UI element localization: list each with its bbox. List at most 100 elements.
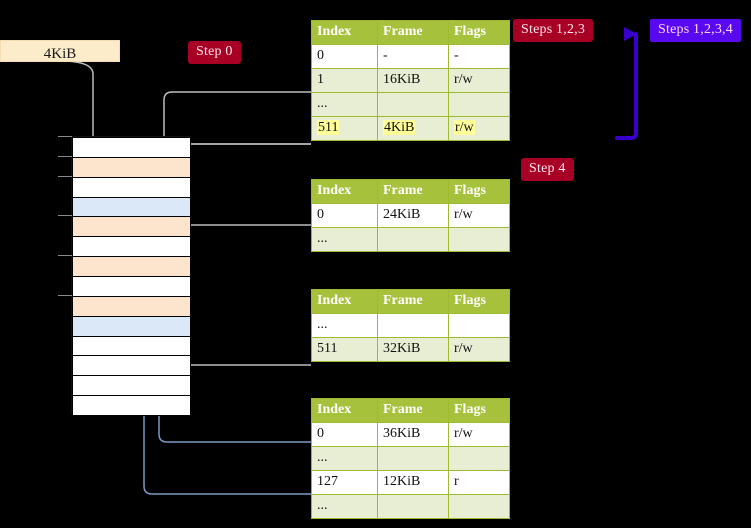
table-cell: ...: [311, 92, 378, 117]
memory-tick: [58, 155, 72, 157]
column-header-frame: Frame: [377, 20, 449, 45]
table-cell: r/w: [448, 68, 510, 93]
bracket-arrow-icon: [615, 27, 638, 140]
table-cell: [377, 92, 449, 117]
table-row: ...: [311, 313, 510, 338]
memory-tick: [58, 255, 72, 257]
table-cell: 32KiB: [377, 337, 449, 362]
table-cell: ...: [311, 227, 378, 252]
table-cell: 12KiB: [377, 470, 449, 495]
memory-frame-row: [72, 395, 191, 416]
table-cell: 16KiB: [377, 68, 449, 93]
memory-frame-row: [72, 295, 191, 317]
table-cell: [377, 446, 449, 471]
memory-frame-row: [72, 137, 191, 158]
table-row: ...: [311, 446, 510, 471]
table-cell: 511: [311, 116, 378, 141]
column-header-index: Index: [311, 179, 378, 204]
memory-frame-row: [72, 276, 191, 297]
table-cell: r: [448, 470, 510, 495]
table-row: ...: [311, 494, 510, 519]
steps1234-label: Steps 1,2,3,4: [658, 22, 733, 37]
table-cell: [448, 92, 510, 117]
step4-label: Step 4: [529, 161, 566, 176]
table-cell: 0: [311, 203, 378, 228]
memory-size-text: 4KiB: [43, 46, 77, 62]
highlighted-value: 4KiB: [383, 120, 416, 135]
memory-frame-row: [72, 355, 191, 377]
memory-frame-row: [72, 196, 191, 218]
wire-table3-row511-to-mem: [166, 314, 311, 366]
table-cell: r/w: [448, 203, 510, 228]
highlighted-value: r/w: [454, 120, 475, 135]
highlighted-value: 511: [317, 120, 340, 135]
table-cell: r/w: [448, 422, 510, 447]
table-cell: ...: [311, 494, 378, 519]
memory-frame-row: [72, 156, 191, 178]
table-cell: [448, 446, 510, 471]
memory-tick: [58, 215, 72, 217]
memory-frame-row: [72, 256, 191, 277]
table-cell: 4KiB: [377, 116, 449, 141]
memory-frame-row: [72, 335, 191, 357]
table-cell: 1: [311, 68, 378, 93]
table-cell: 0: [311, 422, 378, 447]
table-cell: [377, 494, 449, 519]
memory-tick: [58, 136, 72, 137]
steps123-label: Steps 1,2,3: [521, 22, 586, 37]
column-header-frame: Frame: [377, 179, 449, 204]
table-row: ...: [311, 227, 510, 252]
memory-frame-row: [72, 176, 191, 198]
table-cell: 36KiB: [377, 422, 449, 447]
column-header-index: Index: [311, 289, 378, 314]
table-row: ...: [311, 92, 510, 117]
memory-frame-row: [72, 315, 191, 337]
table-row: 0--: [311, 44, 510, 69]
table-cell: r/w: [448, 116, 510, 141]
steps123-badge: Steps 1,2,3: [513, 19, 594, 42]
memory-size-label: 4KiB: [0, 40, 120, 62]
steps1234-badge: Steps 1,2,3,4: [650, 19, 741, 42]
memory-frame-row: [72, 236, 191, 258]
memory-frame-row: [72, 375, 191, 397]
table-cell: [448, 227, 510, 252]
table-cell: 511: [311, 337, 378, 362]
table-cell: 127: [311, 470, 378, 495]
column-header-flags: Flags: [448, 289, 510, 314]
table-row: 511 4KiB r/w: [311, 116, 510, 141]
memory-tick: [58, 175, 72, 177]
table-cell: [377, 227, 449, 252]
table-cell: [448, 313, 510, 338]
memory-tick: [58, 294, 72, 296]
step0-label: Step 0: [196, 44, 233, 59]
table-cell: 24KiB: [377, 203, 449, 228]
memory-frame-row: [72, 216, 191, 238]
table-cell: [448, 494, 510, 519]
column-header-flags: Flags: [448, 398, 510, 423]
table-cell: r/w: [448, 337, 510, 362]
column-header-frame: Frame: [377, 398, 449, 423]
table-cell: -: [448, 44, 510, 69]
table-cell: 0: [311, 44, 378, 69]
column-header-flags: Flags: [448, 179, 510, 204]
table-cell: ...: [311, 446, 378, 471]
step0-badge: Step 0: [188, 41, 241, 64]
table-cell: ...: [311, 313, 378, 338]
physical-memory-column: [71, 136, 191, 416]
table-cell: [377, 313, 449, 338]
table-cell: -: [377, 44, 449, 69]
step4-badge: Step 4: [521, 158, 574, 181]
